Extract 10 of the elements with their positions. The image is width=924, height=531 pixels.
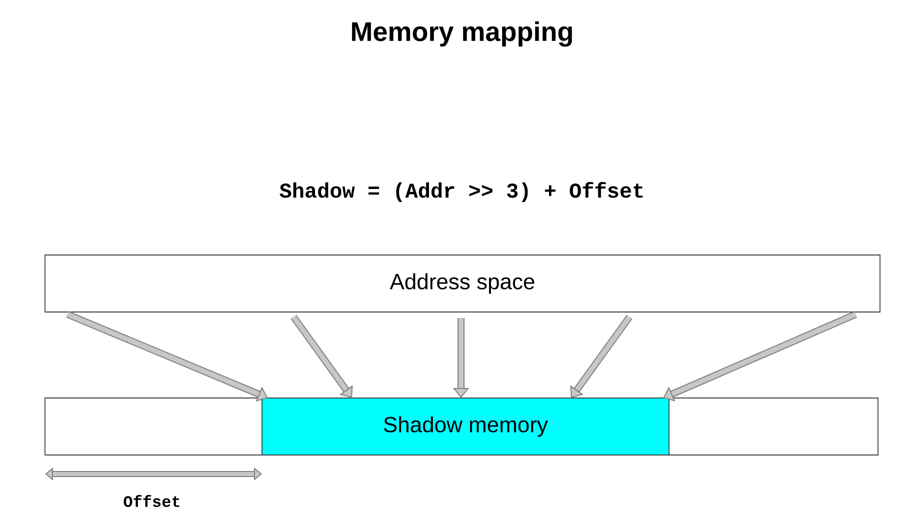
address-space-box: Address space <box>44 254 880 312</box>
formula-text: Shadow = (Addr >> 3) + Offset <box>280 182 643 202</box>
arrow <box>290 314 353 398</box>
title: Memory mapping <box>352 21 572 47</box>
memory-region-box <box>668 398 878 456</box>
shadow-memory-box: Shadow memory <box>262 398 670 456</box>
arrow <box>570 314 632 398</box>
dimension-label: Offset <box>124 495 180 507</box>
arrow <box>663 311 857 402</box>
memory-region-box <box>44 398 262 456</box>
